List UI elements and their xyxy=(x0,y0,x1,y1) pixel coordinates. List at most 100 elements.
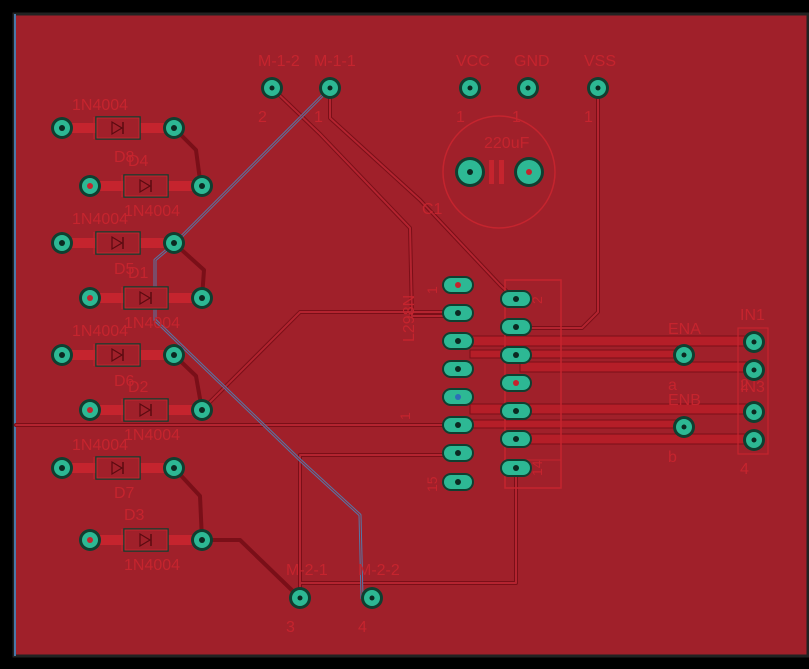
pads xyxy=(51,77,765,609)
label-d8-part: 1N4004 xyxy=(72,97,128,114)
label-m1-1-pin: 1 xyxy=(314,109,323,126)
pad-diode-k-4 xyxy=(163,344,185,366)
label-in1-pin: 2 xyxy=(740,377,749,394)
pad-diode-k-6 xyxy=(163,457,185,479)
diode-d2 xyxy=(90,398,202,422)
capacitor-c1 xyxy=(442,115,556,229)
pad-diode-a-6 xyxy=(51,457,73,479)
pad-diode-k-3 xyxy=(191,287,213,309)
pad-ic-right-6 xyxy=(500,430,532,448)
pad-in1-b xyxy=(743,359,765,381)
pad-ic-left-1 xyxy=(442,276,474,294)
pad-vss xyxy=(587,77,609,99)
label-m1-2-pin: 2 xyxy=(258,109,267,126)
label-m1-2: M-1-2 xyxy=(258,53,300,70)
diode-d5 xyxy=(62,231,174,255)
pad-ic-left-7 xyxy=(442,444,474,462)
label-ena: ENA xyxy=(668,321,701,338)
label-d4-part: 1N4004 xyxy=(124,203,180,220)
pad-ic-left-3 xyxy=(442,332,474,350)
diode-d6 xyxy=(62,343,174,367)
label-vcc: VCC xyxy=(456,53,490,70)
label-d2-ref: D2 xyxy=(128,379,149,396)
label-m1-1: M-1-1 xyxy=(314,53,356,70)
pad-ic-right-1 xyxy=(500,290,532,308)
label-ic-pin14: 14 xyxy=(529,460,545,476)
pad-ic-left-4 xyxy=(442,360,474,378)
pad-c1-minus xyxy=(514,157,544,187)
label-d2-part: 1N4004 xyxy=(124,427,180,444)
label-m2-1-pin: 3 xyxy=(286,619,295,636)
label-d8-ref: D8 xyxy=(114,149,135,166)
label-d7-ref: D7 xyxy=(114,485,135,502)
pad-diode-a-5 xyxy=(79,399,101,421)
pad-diode-k-2 xyxy=(163,232,185,254)
pad-ena xyxy=(673,344,695,366)
label-d3-ref: D3 xyxy=(124,507,145,524)
pad-diode-k-7 xyxy=(191,529,213,551)
diode-bodies xyxy=(62,116,202,552)
diode-d3 xyxy=(90,528,202,552)
pad-diode-a-1 xyxy=(79,175,101,197)
pad-ic-right-7 xyxy=(500,459,532,477)
pad-ic-left-8 xyxy=(442,473,474,491)
label-in3-pin: 4 xyxy=(740,461,749,478)
pad-diode-k-5 xyxy=(191,399,213,421)
in-connector-outline xyxy=(737,327,769,455)
pad-diode-k-1 xyxy=(191,175,213,197)
label-gnd: GND xyxy=(514,53,550,70)
pad-diode-a-0 xyxy=(51,117,73,139)
label-in1: IN1 xyxy=(740,307,765,324)
pad-diode-a-3 xyxy=(79,287,101,309)
pad-enb xyxy=(673,416,695,438)
pad-diode-a-2 xyxy=(51,232,73,254)
pad-diode-a-7 xyxy=(79,529,101,551)
pad-gnd xyxy=(517,77,539,99)
diode-d7 xyxy=(62,456,174,480)
label-vss: VSS xyxy=(584,53,616,70)
pad-m1-1 xyxy=(319,77,341,99)
label-ic-pin-mid: 1 xyxy=(397,412,413,420)
label-in3: IN3 xyxy=(740,379,765,396)
diode-d8 xyxy=(62,116,174,140)
label-d5-ref: D5 xyxy=(114,261,135,278)
label-d7-part: 1N4004 xyxy=(72,437,128,454)
label-ena-pin: a xyxy=(668,377,677,394)
label-enb: ENB xyxy=(668,392,701,409)
label-vss-pin: 1 xyxy=(584,109,593,126)
pad-diode-a-4 xyxy=(51,344,73,366)
label-ic-pin15: 15 xyxy=(424,476,440,492)
pad-m1-2 xyxy=(261,77,283,99)
pad-m2-1 xyxy=(289,587,311,609)
label-d1-ref: D1 xyxy=(128,265,149,282)
label-d4-ref: D4 xyxy=(128,153,149,170)
label-capacitor-value: 220uF xyxy=(484,135,530,152)
label-ic-name: L298N xyxy=(401,295,418,342)
pad-in3-a xyxy=(743,401,765,423)
pad-ic-left-6 xyxy=(442,416,474,434)
label-gnd-pin: 1 xyxy=(512,109,521,126)
pad-ic-right-5 xyxy=(500,402,532,420)
label-capacitor-ref: C1 xyxy=(422,201,443,218)
pad-in1-a xyxy=(743,331,765,353)
pad-ic-right-3 xyxy=(500,346,532,364)
label-ic-pin1: 1 xyxy=(424,286,440,294)
pad-vcc xyxy=(459,77,481,99)
label-enb-pin: b xyxy=(668,449,677,466)
label-d5-part: 1N4004 xyxy=(72,211,128,228)
label-d6-part: 1N4004 xyxy=(72,323,128,340)
top-traces-fill xyxy=(15,87,599,599)
label-m2-1: M-2-1 xyxy=(286,562,328,579)
label-m2-2: M-2-2 xyxy=(358,562,400,579)
label-d6-ref: D6 xyxy=(114,373,135,390)
label-m2-2-pin: 4 xyxy=(358,619,367,636)
label-d1-part: 1N4004 xyxy=(124,315,180,332)
pad-m2-2 xyxy=(361,587,383,609)
label-d3-part: 1N4004 xyxy=(124,557,180,574)
label-vcc-pin: 1 xyxy=(456,109,465,126)
pad-ic-right-4 xyxy=(500,374,532,392)
pad-ic-left-2 xyxy=(442,304,474,322)
pad-ic-left-5 xyxy=(442,388,474,406)
pad-diode-k-0 xyxy=(163,117,185,139)
